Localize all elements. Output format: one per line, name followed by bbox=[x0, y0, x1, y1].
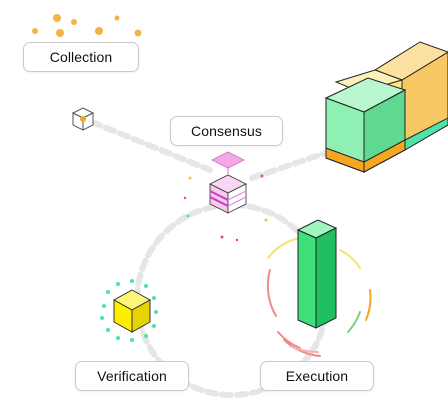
verification-cube-icon bbox=[112, 289, 152, 333]
verification-label: Verification bbox=[75, 361, 189, 391]
consensus-stack-icon bbox=[209, 151, 247, 214]
collection-label: Collection bbox=[23, 42, 139, 72]
collection-dots bbox=[32, 14, 142, 37]
collection-node-icon bbox=[71, 107, 95, 131]
sparkles bbox=[183, 174, 268, 242]
execution-label: Execution bbox=[260, 361, 374, 391]
consensus-label: Consensus bbox=[170, 116, 283, 146]
verification-dots bbox=[100, 279, 158, 342]
block-chain bbox=[324, 41, 448, 173]
execution-bar-icon bbox=[296, 219, 338, 329]
execution-ring bbox=[266, 237, 372, 357]
